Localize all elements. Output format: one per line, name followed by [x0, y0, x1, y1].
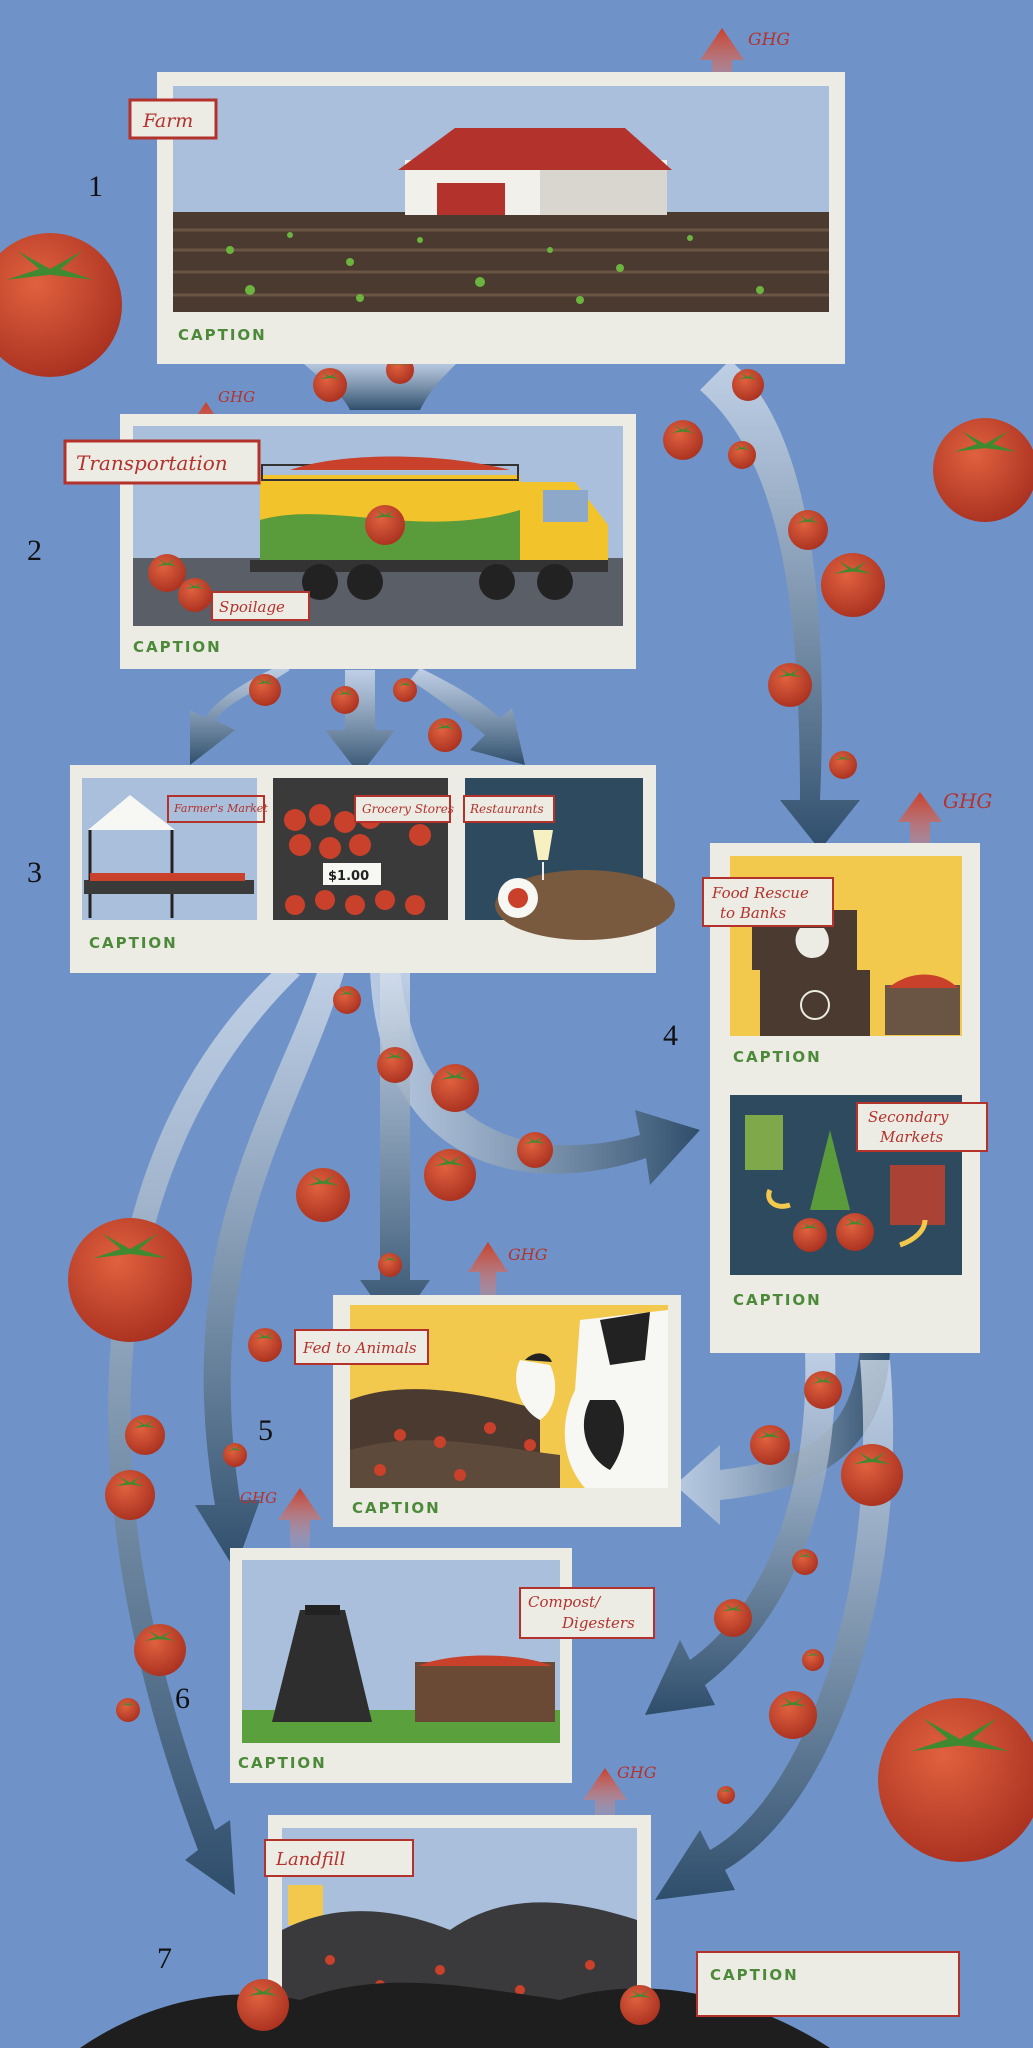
- arrow-transport-to-restaurant: [410, 668, 525, 765]
- ghg-arrow-icon: GHG: [898, 789, 992, 890]
- stage-number-1: 1: [88, 170, 103, 203]
- arrow-transport-to-grocery: [325, 670, 395, 775]
- tomato-icon: [0, 233, 122, 377]
- stage-farm: Farm CAPTION: [128, 72, 845, 364]
- ghg-arrow-icon: GHG: [583, 1763, 657, 1830]
- arrow-retail-to-compost: [195, 970, 345, 1570]
- caption-compost: CAPTION: [238, 1754, 327, 1772]
- panel-label-food-rescue-line2: to Banks: [720, 904, 787, 922]
- arrow-retail-to-animals: [360, 970, 430, 1330]
- digester-icon: [272, 1610, 372, 1722]
- arrow-secondary-to-animals: [675, 1350, 890, 1525]
- tomato-icon: [933, 418, 1033, 522]
- stage-label-compost-line2: Digesters: [561, 1614, 635, 1632]
- ghg-label: GHG: [508, 1245, 548, 1264]
- stage-compost: Compost/ Digesters CAPTION: [230, 1548, 655, 1783]
- seedlings: [226, 232, 764, 304]
- stage-number-3: 3: [27, 856, 42, 889]
- spoilage-label: Spoilage: [219, 598, 285, 616]
- caption-transportation: CAPTION: [133, 638, 222, 656]
- jar-icon: [890, 1165, 945, 1225]
- stage-animals: Fed to Animals CAPTION: [294, 1295, 681, 1527]
- panel-label-restaurants: Restaurants: [469, 802, 544, 816]
- ghg-label: GHG: [240, 1489, 277, 1507]
- cows: [516, 1310, 668, 1488]
- arrow-retail-to-secondary: [370, 970, 700, 1185]
- arrow-farm-to-food-rescue: [700, 360, 860, 850]
- ghg-label: GHG: [943, 789, 992, 813]
- truck: [250, 456, 608, 600]
- stage-food-rescue: Food Rescue to Banks CAPTION Secondary M…: [702, 843, 988, 1353]
- price-tag: $1.00: [328, 869, 369, 884]
- arrow-secondary-to-landfill: [655, 1360, 894, 1900]
- tomato-icon: [878, 1698, 1033, 1862]
- apple-icon: [795, 928, 829, 958]
- caption-retail: CAPTION: [89, 934, 178, 952]
- caption-farm: CAPTION: [178, 326, 267, 344]
- panel-label-secondary-line1: Secondary: [868, 1108, 949, 1126]
- plant-icon: [810, 1130, 850, 1210]
- ghg-label: GHG: [218, 388, 255, 406]
- panel-label-farmers-market: Farmer's Market: [173, 802, 268, 815]
- stage-transportation: Transportation Spoilage CAPTION: [63, 414, 636, 669]
- panel-label-food-rescue-line1: Food Rescue: [711, 884, 809, 902]
- stage-retail: $1.00 Farmer's Market Grocery Stores Res…: [70, 765, 675, 973]
- panel-label-secondary-line2: Markets: [879, 1128, 943, 1146]
- stage-number-7: 7: [157, 1942, 172, 1975]
- caption-secondary: CAPTION: [733, 1291, 822, 1309]
- ghg-label: GHG: [617, 1763, 657, 1782]
- tomato-icon: [68, 1218, 192, 1342]
- stage-label-animals: Fed to Animals: [302, 1339, 417, 1357]
- ghg-arrow-icon: GHG: [240, 1488, 322, 1560]
- stage-number-5: 5: [258, 1414, 273, 1447]
- compost-bin: [415, 1662, 555, 1722]
- stage-label-transportation: Transportation: [76, 451, 228, 475]
- stage-label-farm: Farm: [142, 110, 193, 132]
- stage-landfill: Landfill CAPTION: [80, 1815, 960, 2048]
- barn: [398, 128, 672, 215]
- panel-label-grocery-stores: Grocery Stores: [362, 802, 454, 816]
- tomato-logo-icon: [365, 505, 405, 545]
- caption-landfill: CAPTION: [710, 1966, 799, 1984]
- stage-label-compost-line1: Compost/: [528, 1593, 602, 1611]
- stage-number-6: 6: [175, 1682, 190, 1715]
- stage-number-2: 2: [27, 534, 42, 567]
- stage-numbers: 1 2 3 4 5 6 7: [27, 170, 678, 1975]
- ghg-label: GHG: [748, 30, 790, 50]
- juice-cup-icon: [745, 1115, 783, 1170]
- stage-number-4: 4: [663, 1019, 678, 1052]
- caption-animals: CAPTION: [352, 1499, 441, 1517]
- caption-food-rescue: CAPTION: [733, 1048, 822, 1066]
- fork-plate-icon: [800, 990, 830, 1020]
- stage-label-landfill: Landfill: [275, 1849, 346, 1870]
- arrow-transport-to-market: [190, 665, 290, 765]
- ghg-arrow-icon: GHG: [468, 1242, 548, 1330]
